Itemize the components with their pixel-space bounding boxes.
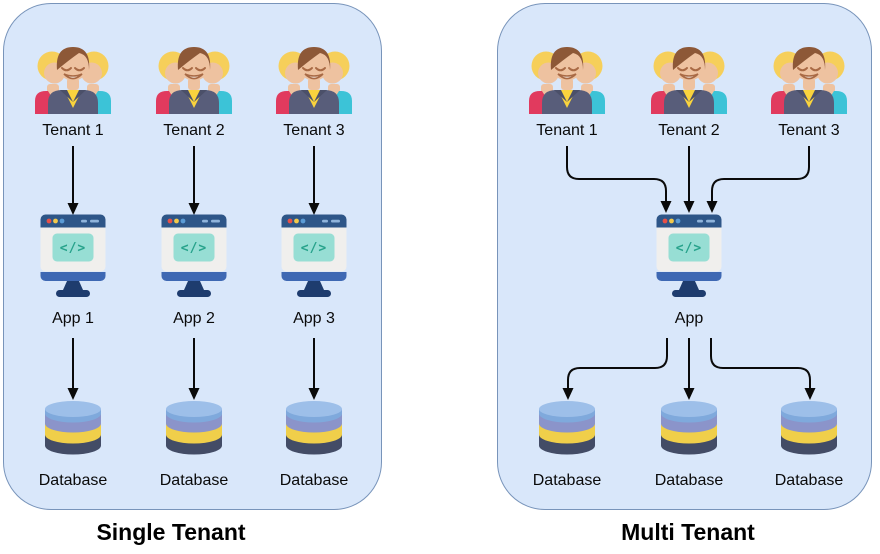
database-cylinder-icon — [538, 398, 596, 458]
app-label: App — [674, 310, 704, 327]
app-label: App 3 — [293, 310, 335, 327]
database-label: Database — [159, 472, 229, 489]
panel-title-single-tenant: Single Tenant — [96, 519, 246, 545]
tenant-label: Tenant 3 — [283, 122, 345, 139]
code-monitor-icon — [40, 214, 106, 298]
tenant-label: Tenant 1 — [42, 122, 104, 139]
users-group-icon — [31, 30, 115, 114]
single-tenant-arrow-layer — [67, 146, 320, 400]
tenant-label: Tenant 2 — [163, 122, 225, 139]
users-group-icon — [152, 30, 236, 114]
code-monitor-icon — [656, 214, 722, 298]
tenant-label: Tenant 3 — [778, 122, 840, 139]
database-cylinder-icon — [780, 398, 838, 458]
app-label: App 2 — [173, 310, 215, 327]
multi-tenant-arrow-layer — [562, 146, 816, 400]
app-label: App 1 — [52, 310, 94, 327]
single-tenant-panel: Tenant 1 Tenant 2 Tenant 3 App 1 App 2 A… — [3, 3, 382, 510]
users-group-icon — [525, 30, 609, 114]
database-label: Database — [38, 472, 108, 489]
database-label: Database — [279, 472, 349, 489]
arrow-app-to-database3 — [710, 338, 816, 400]
database-cylinder-icon — [165, 398, 223, 458]
tenant-label: Tenant 1 — [536, 122, 598, 139]
arrow-tenant1-to-app — [566, 146, 672, 213]
code-monitor-icon — [281, 214, 347, 298]
arrow-app-to-database1 — [562, 338, 668, 400]
database-cylinder-icon — [44, 398, 102, 458]
database-cylinder-icon — [660, 398, 718, 458]
users-group-icon — [767, 30, 851, 114]
database-cylinder-icon — [285, 398, 343, 458]
database-label: Database — [774, 472, 844, 489]
database-label: Database — [532, 472, 602, 489]
code-monitor-icon — [161, 214, 227, 298]
multi-tenant-panel: Tenant 1 Tenant 2 Tenant 3 App Database … — [497, 3, 872, 510]
database-label: Database — [654, 472, 724, 489]
panel-title-multi-tenant: Multi Tenant — [621, 519, 755, 545]
arrow-tenant3-to-app — [706, 146, 810, 213]
users-group-icon — [272, 30, 356, 114]
tenant-label: Tenant 2 — [658, 122, 720, 139]
users-group-icon — [647, 30, 731, 114]
